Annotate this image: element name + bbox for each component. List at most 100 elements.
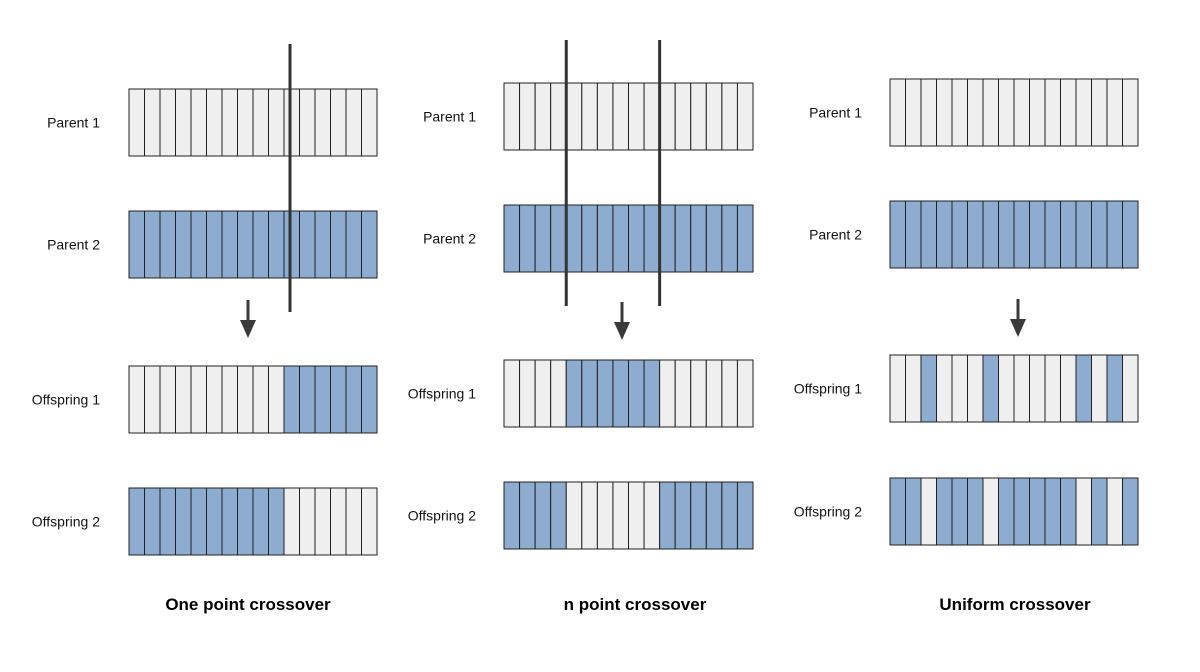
- gene-cell-blue: [519, 204, 536, 273]
- gene-cell-blue: [345, 365, 362, 434]
- gene-cell-light: [314, 487, 331, 556]
- gene-cell-blue: [1075, 200, 1092, 269]
- gene-cell-blue: [206, 487, 223, 556]
- gene-cell-light: [299, 487, 316, 556]
- gene-cell-blue: [550, 204, 567, 273]
- gene-cell-light: [643, 82, 661, 151]
- row-label: Parent 2: [423, 231, 476, 247]
- gene-cell-blue: [237, 210, 254, 279]
- gene-cell-light: [998, 78, 1015, 147]
- gene-cell-blue: [951, 200, 968, 269]
- gene-cell-light: [581, 481, 598, 550]
- gene-cell-blue: [736, 481, 754, 550]
- gene-cell-light: [1106, 477, 1123, 546]
- gene-cell-blue: [330, 365, 347, 434]
- gene-cell-blue: [190, 210, 207, 279]
- gene-cell-blue: [982, 354, 999, 423]
- gene-cell-blue: [252, 210, 269, 279]
- gene-cell-blue: [1091, 477, 1108, 546]
- gene-cell-light: [1091, 78, 1108, 147]
- gene-cell-blue: [1029, 200, 1046, 269]
- gene-cell-blue: [920, 200, 937, 269]
- gene-cell-blue: [128, 210, 145, 279]
- gene-cell-blue: [1029, 477, 1046, 546]
- gene-cell-blue: [1013, 200, 1030, 269]
- gene-cell-light: [1029, 354, 1046, 423]
- gene-cell-light: [314, 88, 331, 157]
- gene-cell-light: [1013, 78, 1030, 147]
- gene-cell-blue: [550, 481, 567, 550]
- gene-cell-blue: [1075, 354, 1092, 423]
- gene-cell-light: [268, 88, 285, 157]
- gene-cell-blue: [503, 481, 521, 550]
- gene-cell-light: [345, 487, 362, 556]
- gene-cell-blue: [1044, 477, 1061, 546]
- row-label: Parent 2: [47, 237, 100, 253]
- gene-cell-blue: [345, 210, 362, 279]
- gene-cell-light: [612, 481, 630, 550]
- gene-cell-light: [951, 78, 968, 147]
- gene-cell-light: [936, 354, 953, 423]
- gene-cell-light: [283, 487, 300, 556]
- gene-cell-blue: [175, 210, 192, 279]
- gene-cell-blue: [519, 481, 536, 550]
- gene-cell-light: [920, 78, 937, 147]
- gene-cell-light: [982, 78, 999, 147]
- gene-cell-light: [628, 481, 645, 550]
- row-label: Offspring 1: [32, 392, 100, 408]
- gene-cell-blue: [299, 210, 316, 279]
- gene-cell-blue: [905, 200, 922, 269]
- gene-cell-light: [144, 365, 161, 434]
- gene-cell-light: [1106, 78, 1123, 147]
- gene-cell-blue: [612, 359, 630, 428]
- gene-cell-light: [190, 365, 207, 434]
- gene-cell-light: [1060, 354, 1077, 423]
- gene-cell-blue: [736, 204, 754, 273]
- gene-cell-blue: [1060, 200, 1077, 269]
- chromosome-offspring-1: [503, 359, 754, 428]
- gene-cell-light: [1122, 354, 1139, 423]
- gene-cell-blue: [998, 477, 1015, 546]
- gene-cell-blue: [659, 204, 676, 273]
- gene-cell-blue: [1044, 200, 1061, 269]
- gene-cell-light: [534, 82, 552, 151]
- gene-cell-light: [550, 82, 567, 151]
- gene-cell-blue: [268, 210, 285, 279]
- gene-cell-light: [503, 82, 521, 151]
- gene-cell-blue: [190, 487, 207, 556]
- gene-cell-light: [128, 88, 145, 157]
- gene-cell-light: [1075, 78, 1092, 147]
- gene-cell-blue: [175, 487, 192, 556]
- gene-cell-light: [503, 359, 521, 428]
- gene-cell-blue: [905, 477, 922, 546]
- gene-cell-light: [175, 365, 192, 434]
- gene-cell-light: [1029, 78, 1046, 147]
- gene-cell-light: [705, 359, 723, 428]
- gene-cell-light: [144, 88, 161, 157]
- gene-cell-blue: [206, 210, 223, 279]
- gene-cell-light: [534, 359, 552, 428]
- gene-cell-light: [345, 88, 362, 157]
- gene-cell-blue: [721, 481, 738, 550]
- gene-cell-light: [998, 354, 1015, 423]
- gene-cell-blue: [967, 200, 984, 269]
- gene-cell-blue: [643, 204, 661, 273]
- gene-cell-blue: [252, 487, 269, 556]
- chromosome-offspring-1: [889, 354, 1139, 423]
- gene-cell-light: [361, 88, 378, 157]
- gene-cell-light: [252, 88, 269, 157]
- gene-cell-blue: [534, 481, 552, 550]
- gene-cell-light: [659, 359, 676, 428]
- gene-cell-blue: [1060, 477, 1077, 546]
- gene-cell-light: [237, 365, 254, 434]
- gene-cell-light: [299, 88, 316, 157]
- down-arrow-icon: [240, 300, 256, 338]
- row-label: Parent 1: [809, 105, 862, 121]
- gene-cell-blue: [659, 481, 676, 550]
- gene-cell-blue: [936, 477, 953, 546]
- gene-cell-light: [628, 82, 645, 151]
- gene-cell-light: [565, 82, 583, 151]
- gene-cell-blue: [159, 487, 176, 556]
